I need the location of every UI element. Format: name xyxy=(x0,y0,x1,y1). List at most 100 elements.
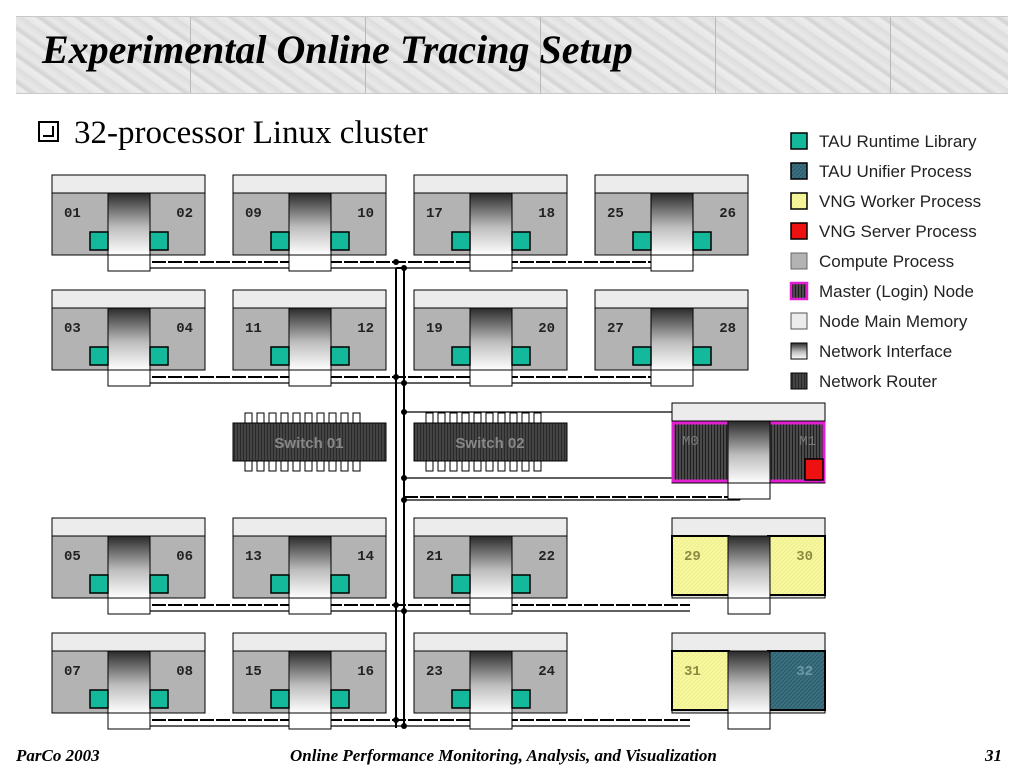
switch-port xyxy=(485,460,494,472)
network-interface-port xyxy=(288,597,332,615)
processor-id-label: 06 xyxy=(176,549,193,565)
network-interface-port xyxy=(288,254,332,272)
junction-dot xyxy=(401,380,407,386)
legend-item: Master (Login) Node xyxy=(789,281,974,301)
title-banner xyxy=(16,16,1008,94)
tau-runtime-library xyxy=(330,689,350,709)
network-interface xyxy=(469,192,513,256)
node-main-memory xyxy=(51,174,206,194)
node-main-memory xyxy=(413,517,568,537)
junction-dot xyxy=(401,497,407,503)
legend-swatch-tau-runtime xyxy=(790,132,808,150)
network-interface xyxy=(469,650,513,714)
processor-id-label: 23 xyxy=(426,664,443,680)
legend-item: TAU Unifier Process xyxy=(790,162,972,181)
switch-port xyxy=(280,460,289,472)
network-interface xyxy=(727,535,771,599)
node-main-memory xyxy=(594,174,749,194)
legend-label: Network Interface xyxy=(819,342,952,361)
switch-port xyxy=(497,460,506,472)
footer-talk-title: Online Performance Monitoring, Analysis,… xyxy=(290,746,717,765)
switch-port xyxy=(449,412,458,424)
tau-runtime-library xyxy=(270,346,290,366)
network-interface-port xyxy=(650,254,694,272)
switch-port xyxy=(425,460,434,472)
processor-id-label: 21 xyxy=(426,549,443,565)
slide-title: Experimental Online Tracing Setup xyxy=(42,27,633,72)
tau-runtime-library xyxy=(451,689,471,709)
network-interface-port xyxy=(107,254,151,272)
switch-port xyxy=(521,460,530,472)
network-interface-port xyxy=(727,597,771,615)
footer-conference: ParCo 2003 xyxy=(16,746,100,765)
tau-runtime-library xyxy=(270,231,290,251)
vng-worker-process xyxy=(671,650,730,711)
footer-page-number: 31 xyxy=(985,746,1002,765)
tau-runtime-library xyxy=(89,231,109,251)
network-interface xyxy=(727,650,771,714)
processor-id-label: 26 xyxy=(719,206,736,222)
vng-worker-process xyxy=(767,535,826,596)
switch-port xyxy=(533,460,542,472)
compute-node: 25 26 xyxy=(594,174,749,272)
legend-label: TAU Runtime Library xyxy=(819,132,977,151)
processor-id-label: 22 xyxy=(538,549,555,565)
switch-port xyxy=(425,412,434,424)
switch-port xyxy=(352,412,361,424)
network-interface xyxy=(107,307,151,371)
network-interface-port xyxy=(469,254,513,272)
tau-runtime-library xyxy=(270,689,290,709)
vng-server-process xyxy=(804,458,824,481)
junction-dot xyxy=(393,374,399,380)
network-interface-port xyxy=(469,369,513,387)
network-interface xyxy=(650,307,694,371)
tau-runtime-library xyxy=(330,231,350,251)
switch-port xyxy=(268,460,277,472)
switch-port xyxy=(340,412,349,424)
processor-id-label: 17 xyxy=(426,206,443,222)
processor-id-label: 25 xyxy=(607,206,624,222)
network-interface-port xyxy=(650,369,694,387)
processor-id-label: 13 xyxy=(245,549,262,565)
vng-worker-process xyxy=(671,535,730,596)
processor-id-label: 29 xyxy=(684,549,701,565)
switch-port xyxy=(437,412,446,424)
switch-label: Switch 02 xyxy=(455,435,524,452)
legend-swatch-master xyxy=(789,281,809,301)
tau-runtime-library xyxy=(632,231,652,251)
network-interface xyxy=(288,307,332,371)
legend-swatch-vng-worker xyxy=(790,192,808,210)
node-main-memory xyxy=(671,517,826,537)
processor-id-label: 12 xyxy=(357,321,374,337)
switch-port xyxy=(509,460,518,472)
processor-id-label: 27 xyxy=(607,321,624,337)
node-main-memory xyxy=(51,517,206,537)
network-interface-port xyxy=(107,597,151,615)
processor-id-label: 10 xyxy=(357,206,374,222)
switch-port xyxy=(533,412,542,424)
legend-swatch-nic xyxy=(790,342,808,360)
network-switch: Switch 02 xyxy=(413,412,568,472)
processor-id-label: 16 xyxy=(357,664,374,680)
tau-runtime-library xyxy=(149,574,169,594)
processor-id-label: 19 xyxy=(426,321,443,337)
master-processor xyxy=(671,421,731,483)
tau-runtime-library xyxy=(89,346,109,366)
tau-runtime-library xyxy=(451,231,471,251)
processor-id-label: 07 xyxy=(64,664,81,680)
network-interface-port xyxy=(469,597,513,615)
processor-id-label: 02 xyxy=(176,206,193,222)
switch-port xyxy=(256,412,265,424)
node-main-memory xyxy=(671,632,826,652)
processor-id-label: M1 xyxy=(799,434,816,450)
tau-runtime-library xyxy=(330,574,350,594)
